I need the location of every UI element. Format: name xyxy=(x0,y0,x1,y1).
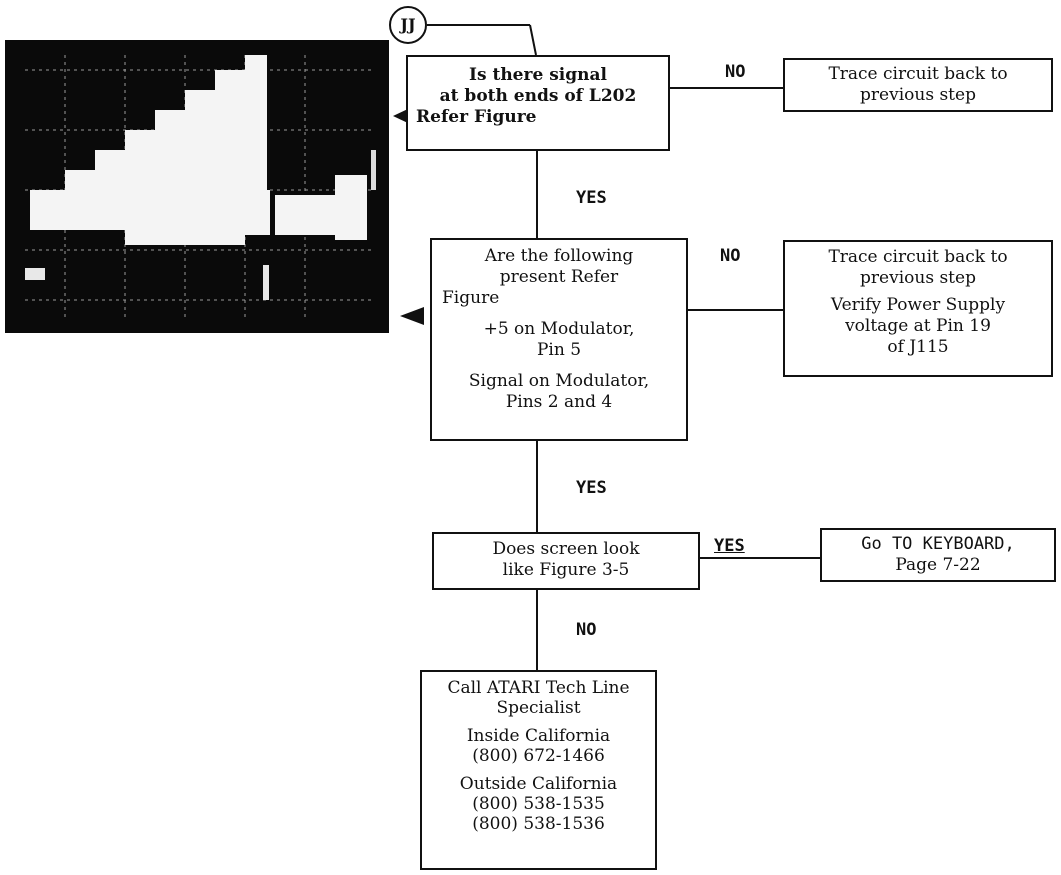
text-line: Pins 2 and 4 xyxy=(432,392,686,413)
text-line: Page 7-22 xyxy=(822,555,1054,576)
decision-screen-look: Does screen look like Figure 3-5 xyxy=(432,532,700,590)
text-line: Inside California xyxy=(422,726,655,746)
text-line: Call ATARI Tech Line xyxy=(422,678,655,698)
text-line: Are the following xyxy=(432,246,686,267)
text-line: present Refer xyxy=(432,267,686,288)
oscilloscope-image xyxy=(5,40,389,333)
decision-signal-l202: Is there signal at both ends of L202 Ref… xyxy=(406,55,670,151)
text-line: Refer Figure xyxy=(408,107,668,128)
phone-number: (800) 672-1466 xyxy=(422,746,655,766)
text-line: voltage at Pin 19 xyxy=(785,316,1051,337)
text-line: Specialist xyxy=(422,698,655,718)
text-line: Verify Power Supply xyxy=(785,295,1051,316)
text-line: Is there signal xyxy=(408,65,668,86)
text-line: Pin 5 xyxy=(432,340,686,361)
text-line: Does screen look xyxy=(434,539,698,560)
text-line: like Figure 3-5 xyxy=(434,560,698,581)
label-no-2: NO xyxy=(720,246,740,266)
text-line: Signal on Modulator, xyxy=(432,371,686,392)
text-line: previous step xyxy=(785,85,1051,106)
label-no-3: NO xyxy=(576,620,596,640)
label-yes-2: YES xyxy=(576,478,607,498)
action-trace-circuit-1: Trace circuit back to previous step xyxy=(783,58,1053,112)
text-line: Outside California xyxy=(422,774,655,794)
text-line: Go TO KEYBOARD, xyxy=(822,534,1054,555)
waveform-figure xyxy=(5,40,389,333)
text-line: previous step xyxy=(785,268,1051,289)
text-line: at both ends of L202 xyxy=(408,86,668,107)
text-line: Figure xyxy=(432,288,686,309)
call-atari-tech-line: Call ATARI Tech Line Specialist Inside C… xyxy=(420,670,657,870)
text-line: Trace circuit back to xyxy=(785,64,1051,85)
label-no-1: NO xyxy=(725,62,745,82)
phone-number: (800) 538-1535 xyxy=(422,794,655,814)
arrow-to-scope-2 xyxy=(400,307,424,325)
action-go-to-keyboard: Go TO KEYBOARD, Page 7-22 xyxy=(820,528,1056,582)
action-trace-circuit-2: Trace circuit back to previous step Veri… xyxy=(783,240,1053,377)
text-line: Trace circuit back to xyxy=(785,247,1051,268)
text-line: of J115 xyxy=(785,337,1051,358)
phone-number: (800) 538-1536 xyxy=(422,814,655,834)
label-yes-1: YES xyxy=(576,188,607,208)
label-yes-3: YES xyxy=(714,536,745,556)
connector-jj: JJ xyxy=(389,6,427,44)
decision-modulator-signals: Are the following present Refer Figure +… xyxy=(430,238,688,441)
text-line: +5 on Modulator, xyxy=(432,319,686,340)
